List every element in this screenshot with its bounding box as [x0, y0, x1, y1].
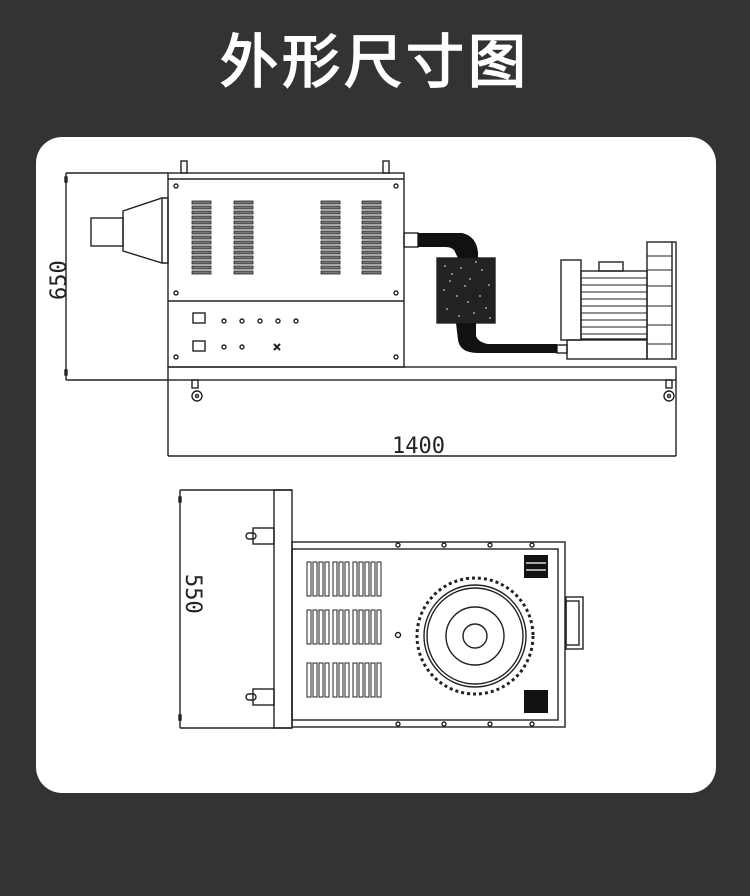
length-dimension-label: 1400: [392, 434, 445, 459]
louver-column-4: [361, 200, 382, 275]
height-dimension-line: [64, 172, 168, 381]
height-dimension-label: 650: [47, 260, 72, 300]
vent-slots-row-2: [306, 609, 382, 645]
width-dimension-label: 550: [180, 574, 205, 614]
louver-column-2: [233, 200, 254, 275]
louver-column-1: [191, 200, 212, 275]
vent-slots-row-1: [306, 561, 382, 597]
page-title: 外形尺寸图: [219, 28, 530, 96]
vent-slots-row-3: [306, 662, 382, 698]
louver-column-3: [320, 200, 341, 275]
